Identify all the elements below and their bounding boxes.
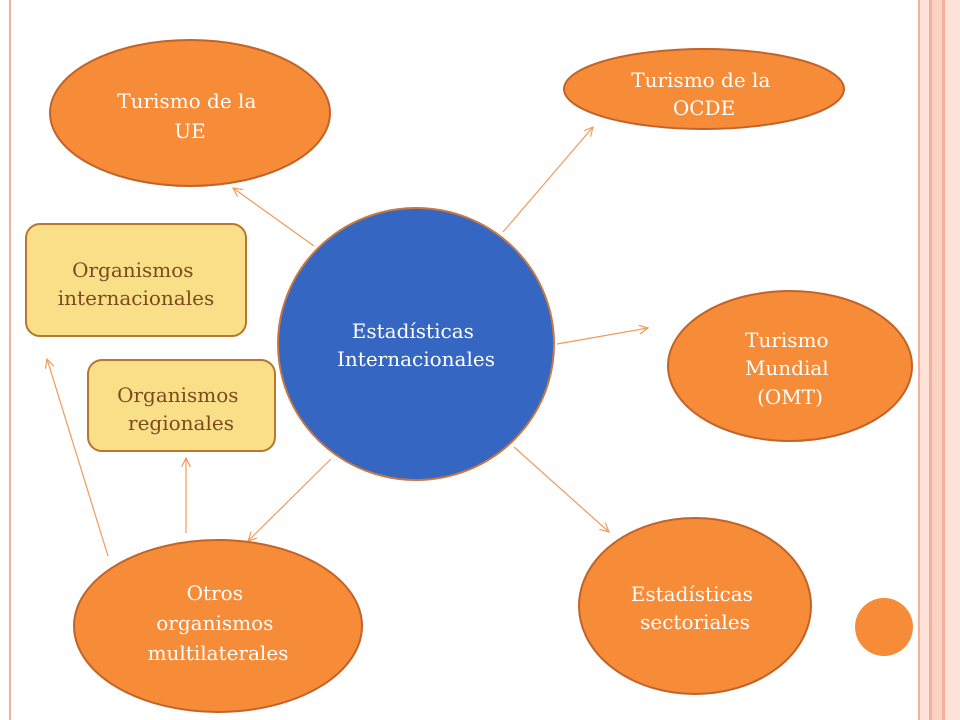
node-center-shape [277, 207, 555, 481]
stripe [920, 0, 929, 720]
node-center-label: Estadísticas Internacionales [337, 319, 495, 371]
box-organismos-internacionales: Organismos internacionales [25, 223, 247, 337]
decorative-accent-circle [855, 598, 913, 656]
box-organismos-internacionales-label: Organismos internacionales [58, 258, 214, 310]
node-turismo-ue: Turismo de la UE [49, 39, 331, 187]
node-turismo-ocde: Turismo de la OCDE [563, 48, 845, 130]
stripe [929, 0, 932, 720]
arrow-center-to-turismo-ue [233, 188, 315, 247]
label-line: Turismo de la [631, 68, 770, 92]
label-line: Internacionales [337, 347, 495, 371]
node-otros-organismos-shape [73, 539, 363, 713]
box-organismos-internacionales-shape [25, 223, 247, 337]
stripe [932, 0, 942, 720]
stripe [945, 0, 960, 720]
node-otros-organismos-label: Otros organismos multilaterales [148, 581, 289, 665]
label-line: Organismos [72, 258, 194, 282]
arrow-otros-to-organismos-internacionales [47, 359, 109, 557]
label-line: Estadísticas [352, 319, 474, 343]
label-line: multilaterales [148, 641, 289, 665]
node-estadisticas-sectoriales: Estadísticas sectoriales [578, 517, 812, 695]
node-estadisticas-sectoriales-shape [578, 517, 812, 695]
node-turismo-ue-label: Turismo de la UE [117, 89, 262, 143]
slide-left-border [9, 0, 11, 720]
node-estadisticas-internacionales: Estadísticas Internacionales [277, 207, 555, 481]
node-estadisticas-sectoriales-label: Estadísticas sectoriales [631, 582, 759, 634]
arrow-center-to-turismo-ocde [502, 127, 593, 233]
label-line: Turismo [745, 328, 828, 352]
label-line: Organismos [117, 383, 239, 407]
arrow-center-to-turismo-mundial [556, 328, 648, 345]
slide-right-border-stripes [918, 0, 960, 720]
label-line: Mundial [745, 356, 829, 380]
label-line: UE [174, 119, 205, 143]
box-organismos-regionales-label: Organismos regionales [117, 383, 245, 435]
label-line: OCDE [673, 96, 735, 120]
label-line: sectoriales [640, 610, 750, 634]
node-turismo-mundial: Turismo Mundial (OMT) [667, 290, 913, 442]
node-turismo-ue-shape [49, 39, 331, 187]
node-turismo-ocde-shape [563, 48, 845, 130]
label-line: (OMT) [757, 385, 823, 409]
box-organismos-regionales: Organismos regionales [87, 359, 276, 452]
node-turismo-ocde-label: Turismo de la OCDE [631, 68, 776, 120]
diagram-arrows [47, 127, 648, 557]
label-line: internacionales [58, 286, 214, 310]
label-line: Estadísticas [631, 582, 753, 606]
stripe [942, 0, 945, 720]
arrow-center-to-estadisticas-sectoriales [513, 446, 609, 532]
label-line: Otros [187, 581, 243, 605]
box-organismos-regionales-shape [87, 359, 276, 452]
node-turismo-mundial-label: Turismo Mundial (OMT) [745, 328, 835, 409]
stripe [918, 0, 920, 720]
label-line: organismos [156, 611, 273, 635]
label-line: regionales [128, 411, 234, 435]
label-line: Turismo de la [117, 89, 256, 113]
arrow-center-to-otros-organismos [248, 458, 332, 541]
node-turismo-mundial-shape [667, 290, 913, 442]
node-otros-organismos: Otros organismos multilaterales [73, 539, 363, 713]
